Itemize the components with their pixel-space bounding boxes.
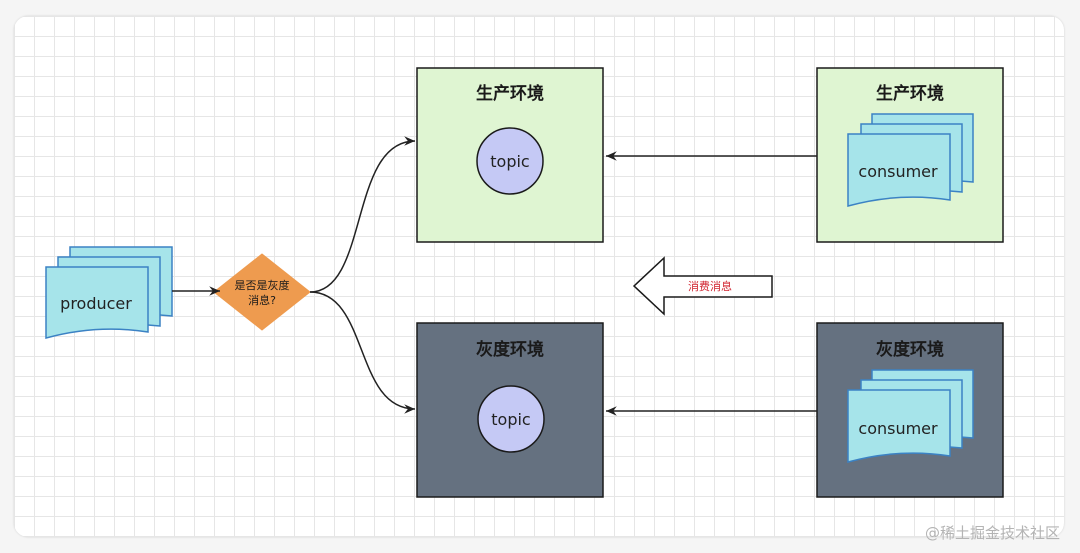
gray-topic-node: topic (477, 385, 545, 453)
gray-topic-box: 灰度环境 topic (416, 322, 604, 498)
decision-diamond: 是否是灰度 消息? (213, 253, 311, 331)
prod-topic-node: topic (476, 127, 544, 195)
decision-label-line1: 是否是灰度 (235, 278, 290, 292)
diagram-canvas: 生产环境 topic 灰度环境 topic 生产环境 consumer 灰度环境 (14, 16, 1064, 537)
gray-consumer-box: 灰度环境 consumer (816, 322, 1004, 498)
watermark: @稀土掘金技术社区 (924, 524, 1060, 542)
consume-hint-label: 消费消息 (688, 279, 732, 293)
consume-hint-arrow: 消费消息 (632, 256, 773, 316)
gray-topic-label: topic (491, 410, 530, 429)
decision-to-prod-topic-arrow (309, 136, 416, 293)
prod-topic-box: 生产环境 topic (416, 67, 604, 243)
decision-to-gray-topic-arrow (309, 291, 416, 414)
producer-label: producer (60, 294, 132, 313)
prod-topic-label: topic (490, 152, 529, 171)
prod-consumer-box-title: 生产环境 (876, 83, 944, 104)
gray-consumer-box-title: 灰度环境 (876, 339, 944, 360)
gray-consumer-label: consumer (858, 419, 938, 438)
prod-consumer-doc-stack (847, 113, 974, 207)
diagram-svg: 生产环境 topic 灰度环境 topic 生产环境 consumer 灰度环境 (45, 67, 1004, 498)
prod-topic-box-title: 生产环境 (476, 83, 544, 104)
prod-consumer-label: consumer (858, 162, 938, 181)
decision-label-line2: 消息? (248, 293, 276, 307)
gray-topic-box-title: 灰度环境 (476, 339, 544, 360)
producer-doc-stack (45, 246, 173, 339)
gray-consumer-doc-stack (847, 369, 974, 463)
prod-consumer-box: 生产环境 consumer (816, 67, 1004, 243)
